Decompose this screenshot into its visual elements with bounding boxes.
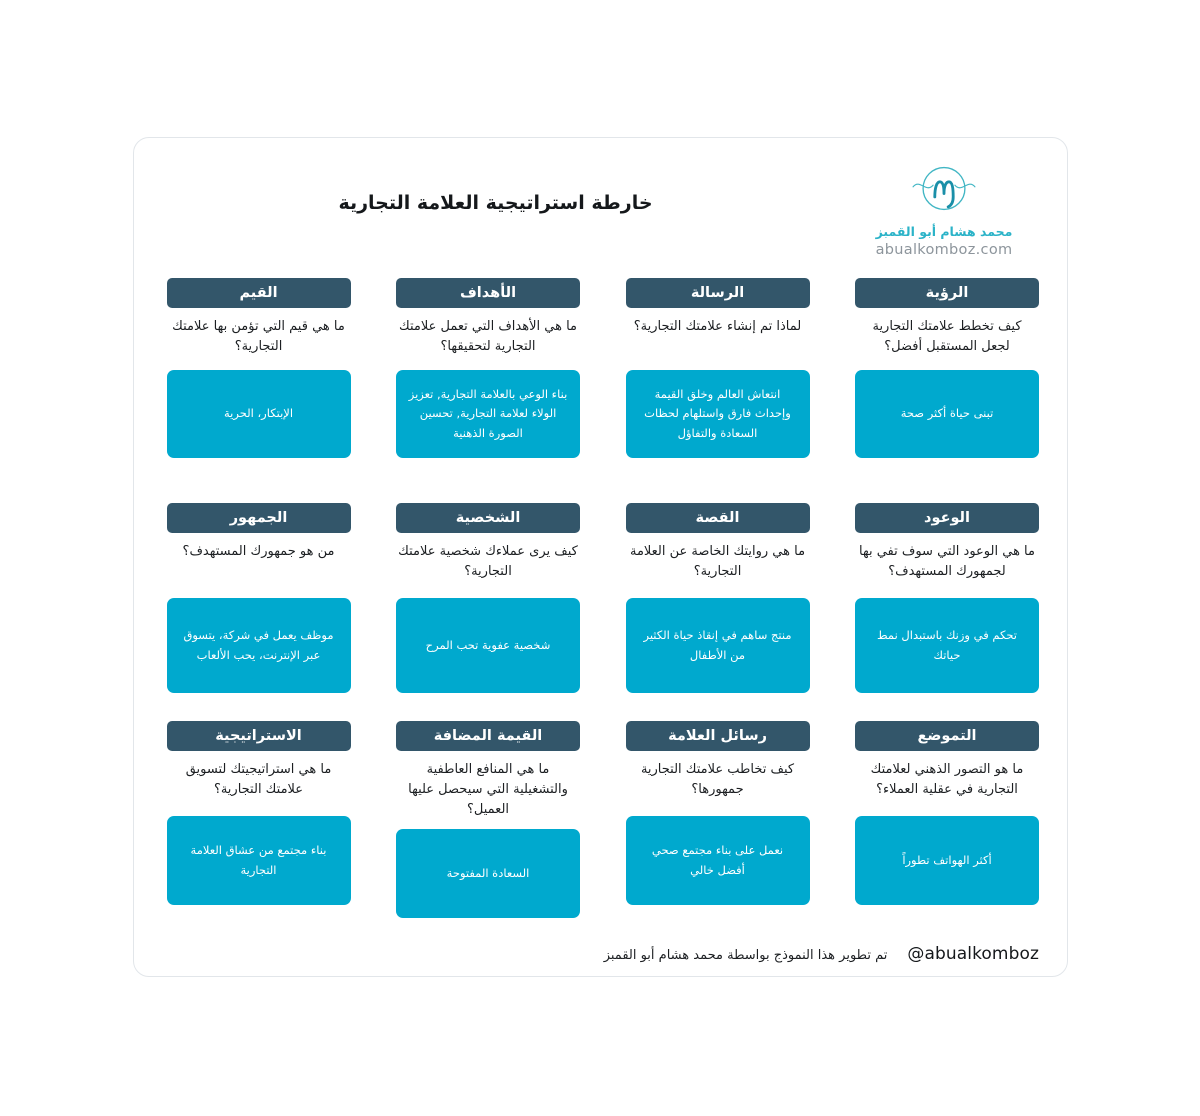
card-promises: الوعود ما هي الوعود التي سوف تفي بها لجم… [855,503,1039,693]
card-audience: الجمهور من هو جمهورك المستهدف؟ موظف يعمل… [166,503,351,693]
card-answer[interactable]: تحكم في وزنك باستبدال نمط حياتك [855,598,1039,693]
card-title: الشخصية [396,503,580,533]
card-answer[interactable]: تبنى حياة أكثر صحة [855,370,1039,458]
card-title: الجمهور [166,503,351,533]
circular-m-monogram-icon [912,166,976,211]
board-header: محمد هشام أبو القمبز abualkomboz.com خار… [162,160,1039,278]
card-value-proposition: القيمة المضافة ما هي المنافع العاطفية وا… [396,721,580,919]
card-question: ما هي الأهداف التي تعمل علامتك التجارية … [398,319,577,355]
strategy-grid: الرؤية كيف تخطط علامتك التجارية لجعل الم… [162,278,1039,919]
card-answer[interactable]: منتج ساهم في إنقاذ حياة الكثير من الأطفا… [625,598,810,693]
card-positioning: التموضع ما هو التصور الذهني لعلامتك التج… [855,721,1039,918]
card-title: رسائل العلامة [625,721,810,751]
card-title: القيمة المضافة [396,721,580,751]
card-answer[interactable]: نعمل على بناء مجتمع صحي أفضل خالي [625,816,810,905]
card-question: ما هي روايتك الخاصة عن العلامة التجارية؟ [629,544,806,580]
card-title: الاستراتيجية [166,721,351,751]
card-personality: الشخصية كيف يرى عملاءك شخصية علامتك التج… [396,503,580,693]
card-goals: الأهداف ما هي الأهداف التي تعمل علامتك ا… [396,278,580,458]
card-answer[interactable]: شخصية عفوية تحب المرح [396,598,580,693]
card-question: ما هي استراتيجيتك لتسويق علامتك التجارية… [185,762,332,798]
social-handle[interactable]: @abualkomboz [907,944,1039,965]
card-vision: الرؤية كيف تخطط علامتك التجارية لجعل الم… [855,278,1039,458]
brand-strategy-board: محمد هشام أبو القمبز abualkomboz.com خار… [133,137,1068,977]
card-answer[interactable]: بناء مجتمع من عشاق العلامة التجارية [166,816,351,905]
card-answer[interactable]: بناء الوعي بالعلامة التجارية, تعزيز الول… [396,370,580,458]
board-footer: @abualkomboz تم تطوير هذا النموذج بواسطة… [162,944,1039,964]
card-values: القيم ما هي قيم التي تؤمن بها علامتك الت… [166,278,351,458]
footer-credit: تم تطوير هذا النموذج بواسطة محمد هشام أب… [603,948,888,964]
card-story: القصة ما هي روايتك الخاصة عن العلامة الت… [625,503,810,693]
card-title: الوعود [855,503,1039,533]
card-question: ما هي الوعود التي سوف تفي بها لجمهورك ال… [859,544,1035,580]
card-answer[interactable]: انتعاش العالم وخلق القيمة وإحداث فارق وا… [625,370,810,458]
card-title: الأهداف [396,278,580,308]
card-question: ما هي المنافع العاطفية والتشغيلية التي س… [408,762,568,818]
brand-website: abualkomboz.com [875,242,1013,259]
card-mission: الرسالة لماذا تم إنشاء علامتك التجارية؟ … [625,278,810,458]
card-title: الرؤية [855,278,1039,308]
brand-block: محمد هشام أبو القمبز abualkomboz.com [849,160,1039,262]
brand-name: محمد هشام أبو القمبز [875,224,1013,239]
card-answer[interactable]: موظف يعمل في شركة، يتسوق عبر الإنترنت، ي… [166,598,351,693]
card-question: ما هي قيم التي تؤمن بها علامتك التجارية؟ [172,319,345,355]
card-question: كيف يرى عملاءك شخصية علامتك التجارية؟ [398,544,578,580]
card-strategy: الاستراتيجية ما هي استراتيجيتك لتسويق عل… [166,721,351,918]
card-answer[interactable]: السعادة المفتوحة [396,829,580,919]
card-question: كيف تخاطب علامتك التجارية جمهورها؟ [640,762,795,798]
card-question: كيف تخطط علامتك التجارية لجعل المستقبل أ… [872,319,1022,355]
card-title: الرسالة [625,278,810,308]
card-title: التموضع [855,721,1039,751]
card-question: لماذا تم إنشاء علامتك التجارية؟ [633,319,802,334]
card-answer[interactable]: الإبتكار، الحرية [166,370,351,458]
page-title: خارطة استراتيجية العلامة التجارية [338,192,653,214]
card-title: القيم [166,278,351,308]
card-answer[interactable]: أكثر الهواتف تطوراً [855,816,1039,905]
card-title: القصة [625,503,810,533]
card-question: ما هو التصور الذهني لعلامتك التجارية في … [870,762,1024,798]
card-brand-messages: رسائل العلامة كيف تخاطب علامتك التجارية … [625,721,810,918]
card-question: من هو جمهورك المستهدف؟ [182,544,335,559]
